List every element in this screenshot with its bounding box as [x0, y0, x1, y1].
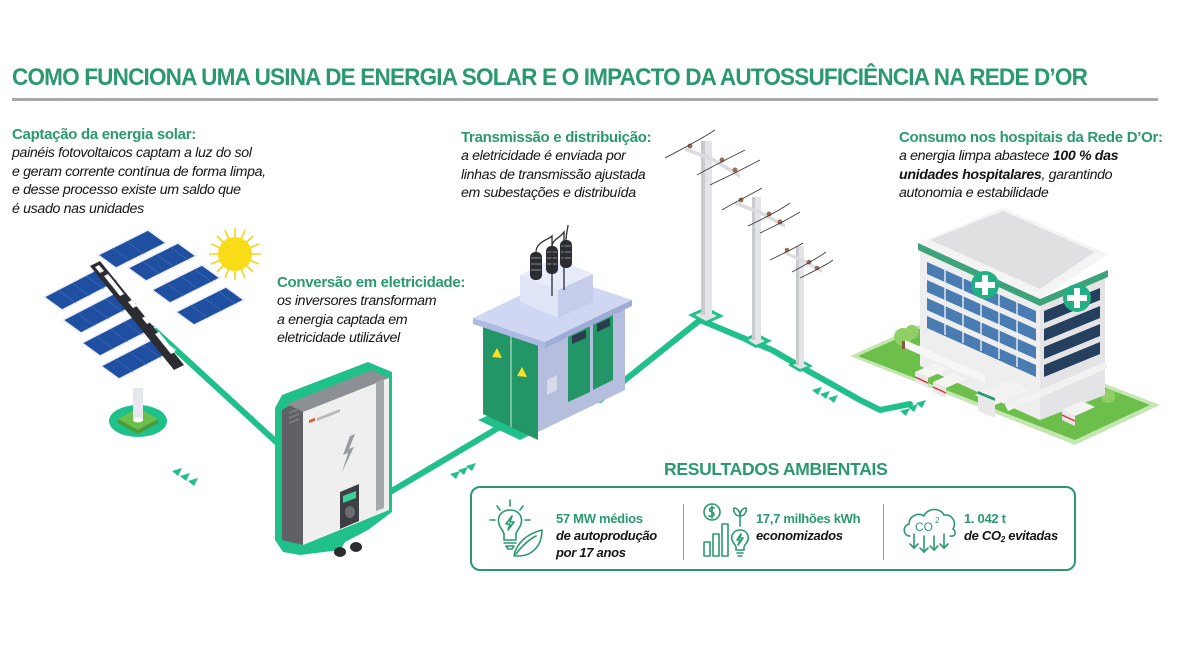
co2-suffix: evitadas	[1004, 528, 1058, 543]
step-text: a eletricidade é enviada por	[461, 148, 626, 164]
stat-desc: de CO2 evitadas	[964, 527, 1058, 548]
stat-text: 57 MW médios de autoprodução por 17 anos	[556, 510, 657, 561]
stat-co2: CO 2 1. 042 t de CO2 evitadas	[884, 488, 1074, 568]
step-text: eletricidade utilizável	[277, 330, 400, 346]
lightbulb-leaf-icon	[489, 499, 543, 557]
co2-cloud-icon: CO 2	[903, 508, 956, 553]
stat-value: 57 MW médios	[556, 511, 643, 526]
ambulance-icon	[914, 363, 1095, 426]
text-regular: a energia limpa abastece	[899, 148, 1053, 164]
step-heading: Captação da energia solar:	[12, 126, 196, 143]
stat-value: 1. 042 t	[964, 511, 1006, 526]
stat-autoproduction: 57 MW médios de autoprodução por 17 anos	[472, 488, 682, 568]
step-text: e geram corrente contínua de forma limpa…	[12, 163, 266, 180]
step-text: autonomia e estabilidade	[899, 185, 1049, 201]
step-conversion: Conversão em eletricidade: os inversores…	[277, 273, 465, 348]
substation-icon	[473, 224, 632, 440]
step-text: painéis fotovoltaicos captam a luz do so…	[12, 145, 252, 161]
step-text: unidades hospitalares, garantindo	[899, 166, 1163, 185]
stat-desc: de autoprodução	[556, 528, 657, 543]
step-text: os inversores transformam	[277, 293, 437, 309]
step-text: e desse processo existe um saldo que	[12, 182, 241, 198]
stat-text: 17,7 milhões kWh economizados	[756, 510, 861, 544]
step-consumption: Consumo nos hospitais da Rede D’Or: a en…	[899, 128, 1163, 203]
power-poles-icon	[664, 129, 834, 372]
step-text: a energia limpa abastece 100 % das	[899, 147, 1163, 166]
stat-divider	[683, 504, 684, 560]
results-title: RESULTADOS AMBIENTAIS	[664, 459, 888, 479]
results-panel: 57 MW médios de autoprodução por 17 anos…	[470, 486, 1076, 571]
sun-icon	[177, 228, 261, 295]
step-heading: Transmissão e distribuição:	[461, 129, 652, 146]
stat-desc: por 17 anos	[556, 545, 626, 560]
savings-chart-bulb-icon	[703, 503, 750, 557]
stat-divider	[883, 504, 884, 560]
text-emphasis: unidades hospitalares	[899, 166, 1042, 183]
stat-desc: economizados	[756, 528, 843, 543]
inverter-icon	[275, 362, 392, 557]
step-transmission: Transmissão e distribuição: a eletricida…	[461, 128, 652, 203]
svg-text:CO: CO	[915, 520, 933, 534]
svg-text:2: 2	[935, 516, 940, 525]
step-text: é usado nas unidades	[12, 200, 144, 217]
co2-prefix: de CO	[964, 528, 1001, 543]
step-text: a energia captada em	[277, 311, 408, 328]
hospital-icon	[850, 208, 1160, 445]
title-divider	[12, 98, 1158, 101]
step-heading: Conversão em eletricidade:	[277, 274, 466, 291]
stat-value: 17,7 milhões kWh	[756, 511, 861, 526]
flow-arrows-icon	[172, 387, 926, 486]
solar-panel-icon	[42, 229, 246, 437]
page-title: COMO FUNCIONA UMA USINA DE ENERGIA SOLAR…	[12, 64, 1088, 91]
text-regular: , garantindo	[1041, 166, 1113, 183]
step-solar-capture: Captação da energia solar: painéis fotov…	[12, 125, 266, 218]
stat-savings: 17,7 milhões kWh economizados	[684, 488, 884, 568]
step-text: em subestações e distribuída	[461, 185, 636, 201]
step-heading: Consumo nos hospitais da Rede D’Or:	[899, 129, 1163, 146]
co2-subscript: 2	[1000, 535, 1005, 544]
text-emphasis: 100 % das	[1052, 148, 1119, 164]
step-text: linhas de transmissão ajustada	[461, 166, 646, 183]
stat-text: 1. 042 t de CO2 evitadas	[964, 510, 1058, 548]
